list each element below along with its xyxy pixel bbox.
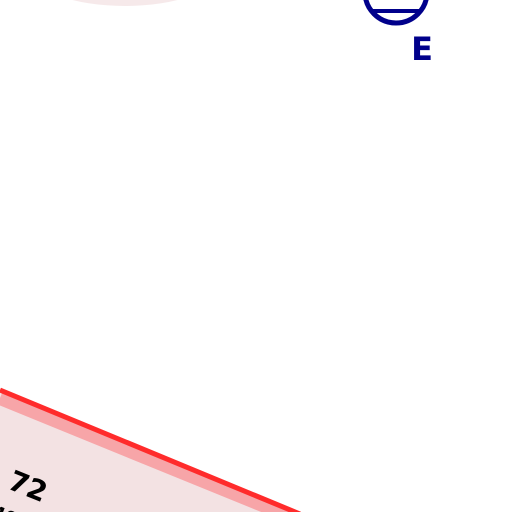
zone-border [0, 387, 301, 512]
top-area-shape [72, 0, 178, 6]
restricted-zone [0, 387, 301, 512]
station-marker[interactable]: E [363, 0, 433, 68]
zone-code-partial-label: 40 [0, 502, 20, 512]
zone-inner-band [0, 391, 295, 512]
station-letter: E [411, 30, 433, 68]
station-symbol-icon [363, 0, 429, 26]
